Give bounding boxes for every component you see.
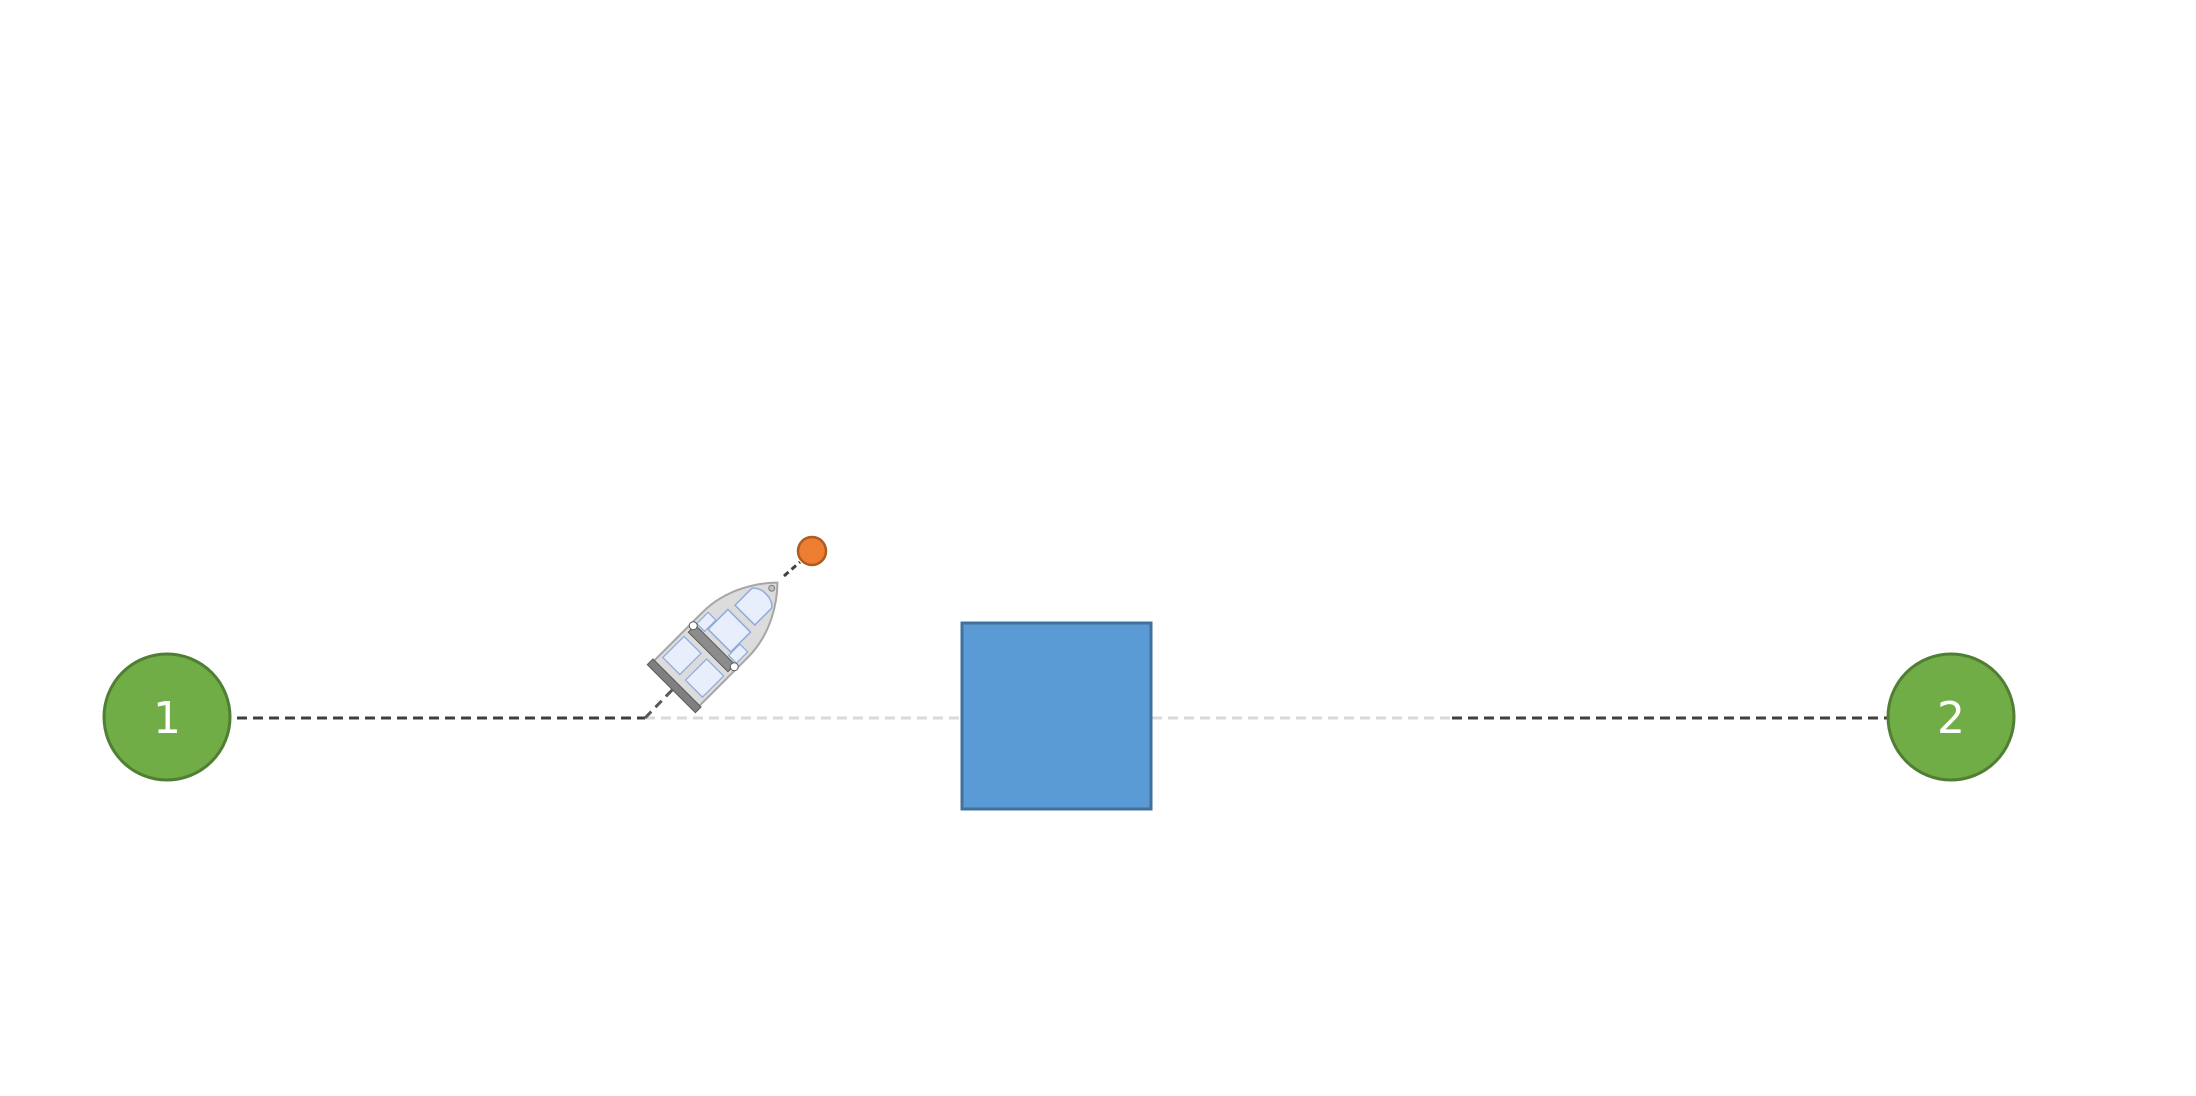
boat-seat-left <box>695 611 717 633</box>
buoy-icon[interactable] <box>796 535 828 567</box>
boat-cleat <box>688 621 698 631</box>
boat-tow-line <box>783 560 801 578</box>
waypoint-1[interactable]: 1 <box>102 652 232 782</box>
boat-seat-forward <box>707 608 752 653</box>
waypoint-2[interactable]: 2 <box>1886 652 2016 782</box>
waypoint-circle <box>102 652 232 782</box>
boat-bow-fitting <box>768 584 776 592</box>
boat-transom <box>646 658 702 714</box>
waypoint-circle <box>1886 652 2016 782</box>
boat-heading-line-rear <box>643 684 678 720</box>
boat-icon[interactable] <box>646 559 801 714</box>
route-path <box>237 560 1888 720</box>
boat-cleat <box>729 662 739 672</box>
boat-seat-rear-left <box>661 635 702 676</box>
boat-seat-rear-right <box>684 658 725 699</box>
waypoint-label: 2 <box>1937 693 1965 744</box>
waypoint-label: 1 <box>153 693 181 744</box>
boat-seat-right <box>727 643 749 665</box>
boat-bow-deck <box>733 587 773 627</box>
obstacle-square[interactable] <box>960 621 1153 811</box>
